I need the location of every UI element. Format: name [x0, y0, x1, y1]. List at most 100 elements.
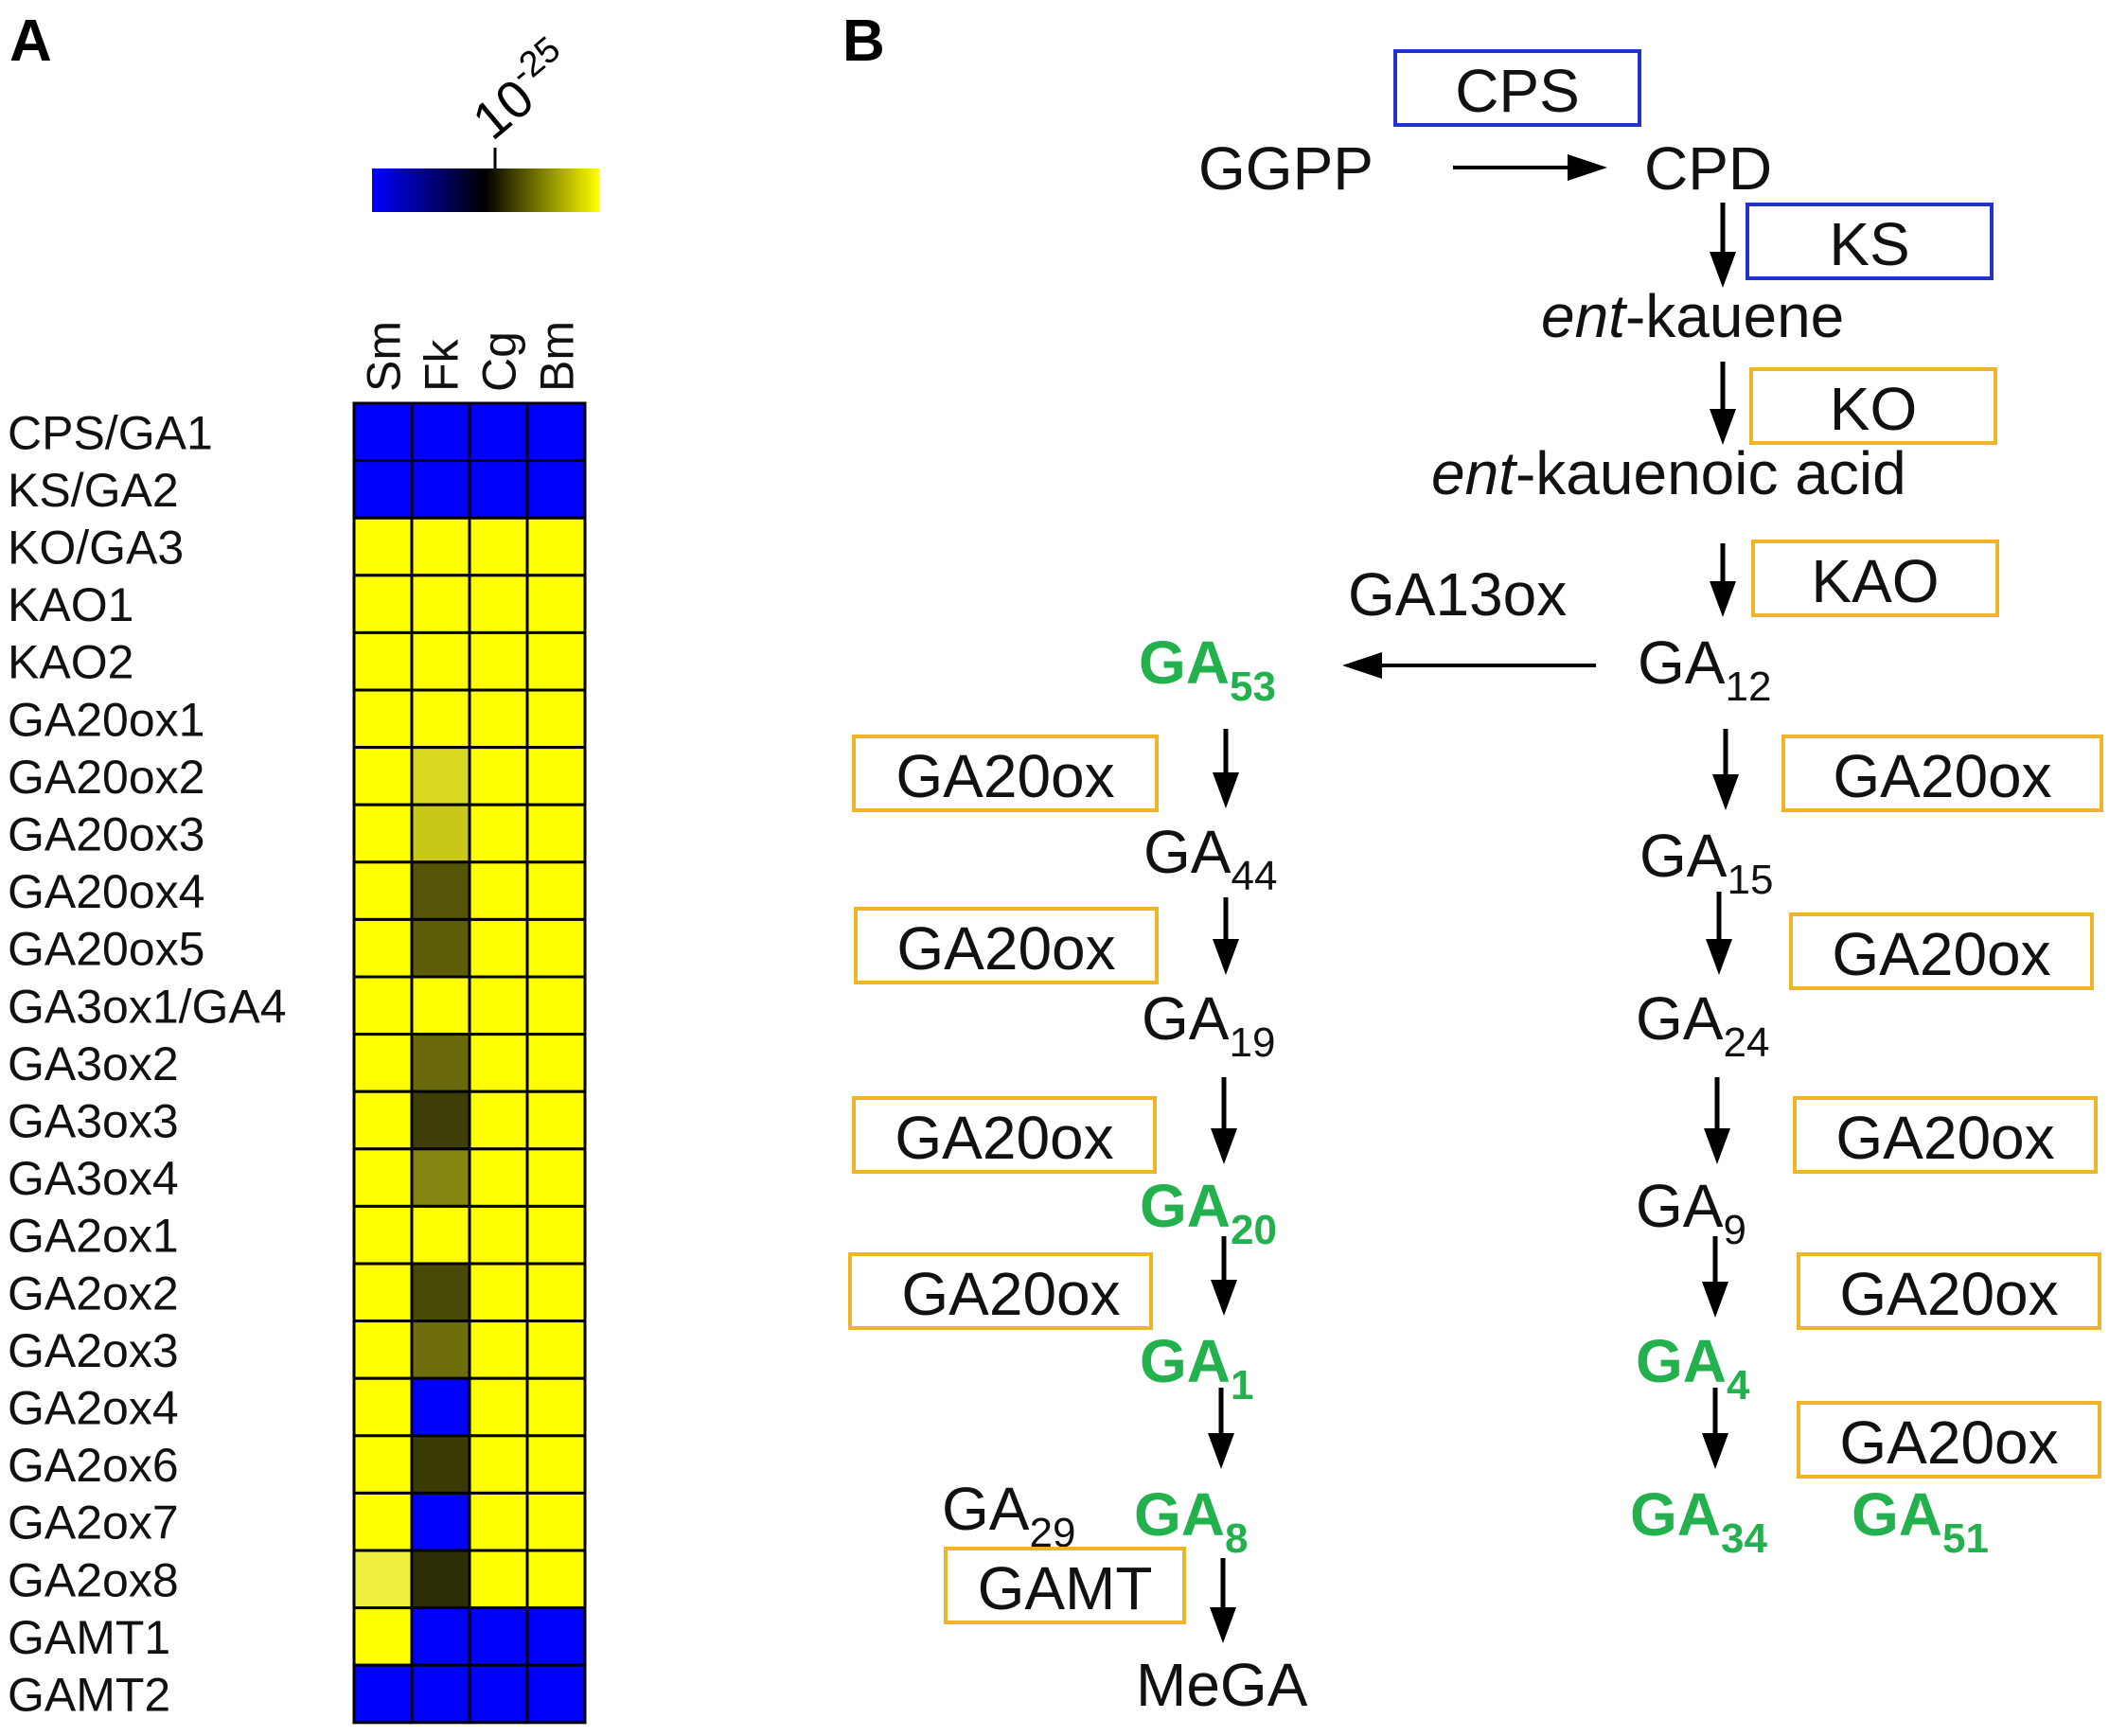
- heatmap-cell: [525, 459, 587, 520]
- heatmap-cell: [468, 917, 529, 979]
- heatmap-cell: [352, 1147, 414, 1208]
- arrow-kauenoic-to-ga12: [1710, 543, 1736, 617]
- heatmap-cell: [525, 574, 587, 634]
- enzyme-ga20ox-r5: GA20ox: [1839, 1408, 2058, 1477]
- arrow-ga15-to-ga24: [1706, 892, 1732, 975]
- heatmap-cell: [352, 1204, 414, 1266]
- heatmap-cell: [352, 917, 414, 979]
- row-label: GA20ox5: [8, 923, 204, 976]
- heatmap-cell: [410, 1204, 471, 1266]
- product-ga51: GA51: [1852, 1480, 1989, 1562]
- heatmap-cell: [525, 1376, 587, 1438]
- heatmap-cell: [525, 1606, 587, 1667]
- heatmap-cell: [468, 1491, 529, 1552]
- enzyme-box-ga20ox-l3: [852, 1096, 1157, 1174]
- heatmap-cell: [525, 1491, 587, 1552]
- product-ga53: GA53: [1139, 629, 1276, 710]
- heatmap-cell: [525, 688, 587, 750]
- heatmap-cell: [352, 459, 414, 520]
- enzyme-box-ga20ox-r5: [1797, 1401, 2101, 1479]
- heatmap-cell: [410, 803, 471, 864]
- heatmap-cell: [352, 1033, 414, 1093]
- row-label: KS/GA2: [8, 464, 179, 517]
- arrow-ga44-to-ga19: [1213, 897, 1239, 975]
- colorbar-gradient: [372, 168, 599, 212]
- heatmap-cell: [410, 459, 471, 520]
- colorbar-tick-label: 10-25: [457, 29, 584, 151]
- row-label: GA20ox2: [8, 751, 204, 804]
- heatmap-cell: [525, 630, 587, 692]
- row-label: GA20ox3: [8, 808, 204, 861]
- compound-ga29: GA29: [942, 1475, 1075, 1556]
- arrow-ga12-to-ga53: [1342, 652, 1596, 679]
- heatmap-cell: [468, 401, 529, 463]
- heatmap-cell: [525, 401, 587, 463]
- product-ga8: GA8: [1134, 1480, 1248, 1562]
- compound-mega: MeGA: [1136, 1651, 1308, 1719]
- heatmap-cell: [352, 1491, 414, 1552]
- heatmap-cell: [410, 1606, 471, 1667]
- compound-ga15: GA15: [1639, 822, 1773, 903]
- heatmap-cell: [525, 516, 587, 577]
- panel-a-label: A: [9, 9, 52, 74]
- compound-ga9: GA9: [1636, 1172, 1746, 1253]
- enzyme-box-ga20ox-r2: [1789, 912, 2094, 990]
- heatmap-cell: [525, 1320, 587, 1380]
- heatmap-cell: [468, 803, 529, 864]
- row-label: GA2ox3: [8, 1324, 179, 1377]
- arrow-ga12-to-ga15: [1712, 729, 1739, 810]
- arrow-ga9-to-ga4: [1702, 1236, 1728, 1318]
- heatmap-cell: [525, 746, 587, 806]
- heatmap-cell: [468, 630, 529, 692]
- row-label: KO/GA3: [8, 522, 184, 575]
- heatmap-grid: [352, 401, 587, 1725]
- heatmap-cell: [468, 1376, 529, 1438]
- enzyme-ga20ox-l2: GA20ox: [896, 914, 1115, 983]
- heatmap-cell: [525, 1549, 587, 1610]
- heatmap-cell: [352, 401, 414, 463]
- heatmap-cell: [410, 975, 471, 1036]
- heatmap-cell: [410, 1089, 471, 1151]
- heatmap-cell: [525, 1262, 587, 1323]
- row-label: GA2ox2: [8, 1267, 179, 1320]
- heatmap-cell: [468, 1549, 529, 1610]
- row-label: GA2ox1: [8, 1210, 179, 1263]
- heatmap-cell: [410, 917, 471, 979]
- heatmap-cell: [410, 1376, 471, 1438]
- compound-ga44: GA44: [1143, 818, 1277, 899]
- row-label: GA3ox4: [8, 1152, 179, 1205]
- enzyme-ga20ox-l3: GA20ox: [895, 1104, 1113, 1172]
- enzyme-box-ga20ox-l1: [852, 735, 1159, 812]
- enzyme-ga13ox: GA13ox: [1348, 560, 1567, 629]
- panel-b-label: B: [842, 9, 885, 74]
- product-ga1: GA1: [1140, 1327, 1253, 1408]
- enzyme-box-ko: [1749, 367, 1997, 445]
- row-label: GA2ox4: [8, 1382, 179, 1435]
- heatmap-cell: [410, 688, 471, 750]
- heatmap-cell: [525, 917, 587, 979]
- heatmap-cell: [352, 574, 414, 634]
- heatmap-cell: [468, 1147, 529, 1208]
- heatmap-cell: [468, 1663, 529, 1725]
- heatmap-cell: [352, 1320, 414, 1380]
- enzyme-box-ks: [1746, 203, 1994, 280]
- compound-ga24: GA24: [1636, 984, 1769, 1066]
- heatmap-cell: [410, 746, 471, 806]
- enzyme-kao: KAO: [1811, 547, 1939, 615]
- heatmap-cell: [468, 1606, 529, 1667]
- heatmap-cell: [468, 1089, 529, 1151]
- row-label: KAO1: [8, 578, 133, 631]
- heatmap-cell: [468, 860, 529, 921]
- enzyme-ga20ox-r3: GA20ox: [1835, 1104, 2054, 1172]
- arrow-kauene-to-kauenoic: [1710, 362, 1736, 445]
- compound-cpd: CPD: [1644, 134, 1772, 203]
- heatmap-cell: [525, 860, 587, 921]
- row-label: GA2ox7: [8, 1497, 179, 1550]
- heatmap-cell: [468, 1033, 529, 1093]
- arrow-ga8-to-mega: [1210, 1558, 1236, 1643]
- heatmap-cell: [410, 630, 471, 692]
- enzyme-box-gamt: [944, 1547, 1186, 1624]
- compound-ent-kauene: ent-kauene: [1541, 282, 1844, 350]
